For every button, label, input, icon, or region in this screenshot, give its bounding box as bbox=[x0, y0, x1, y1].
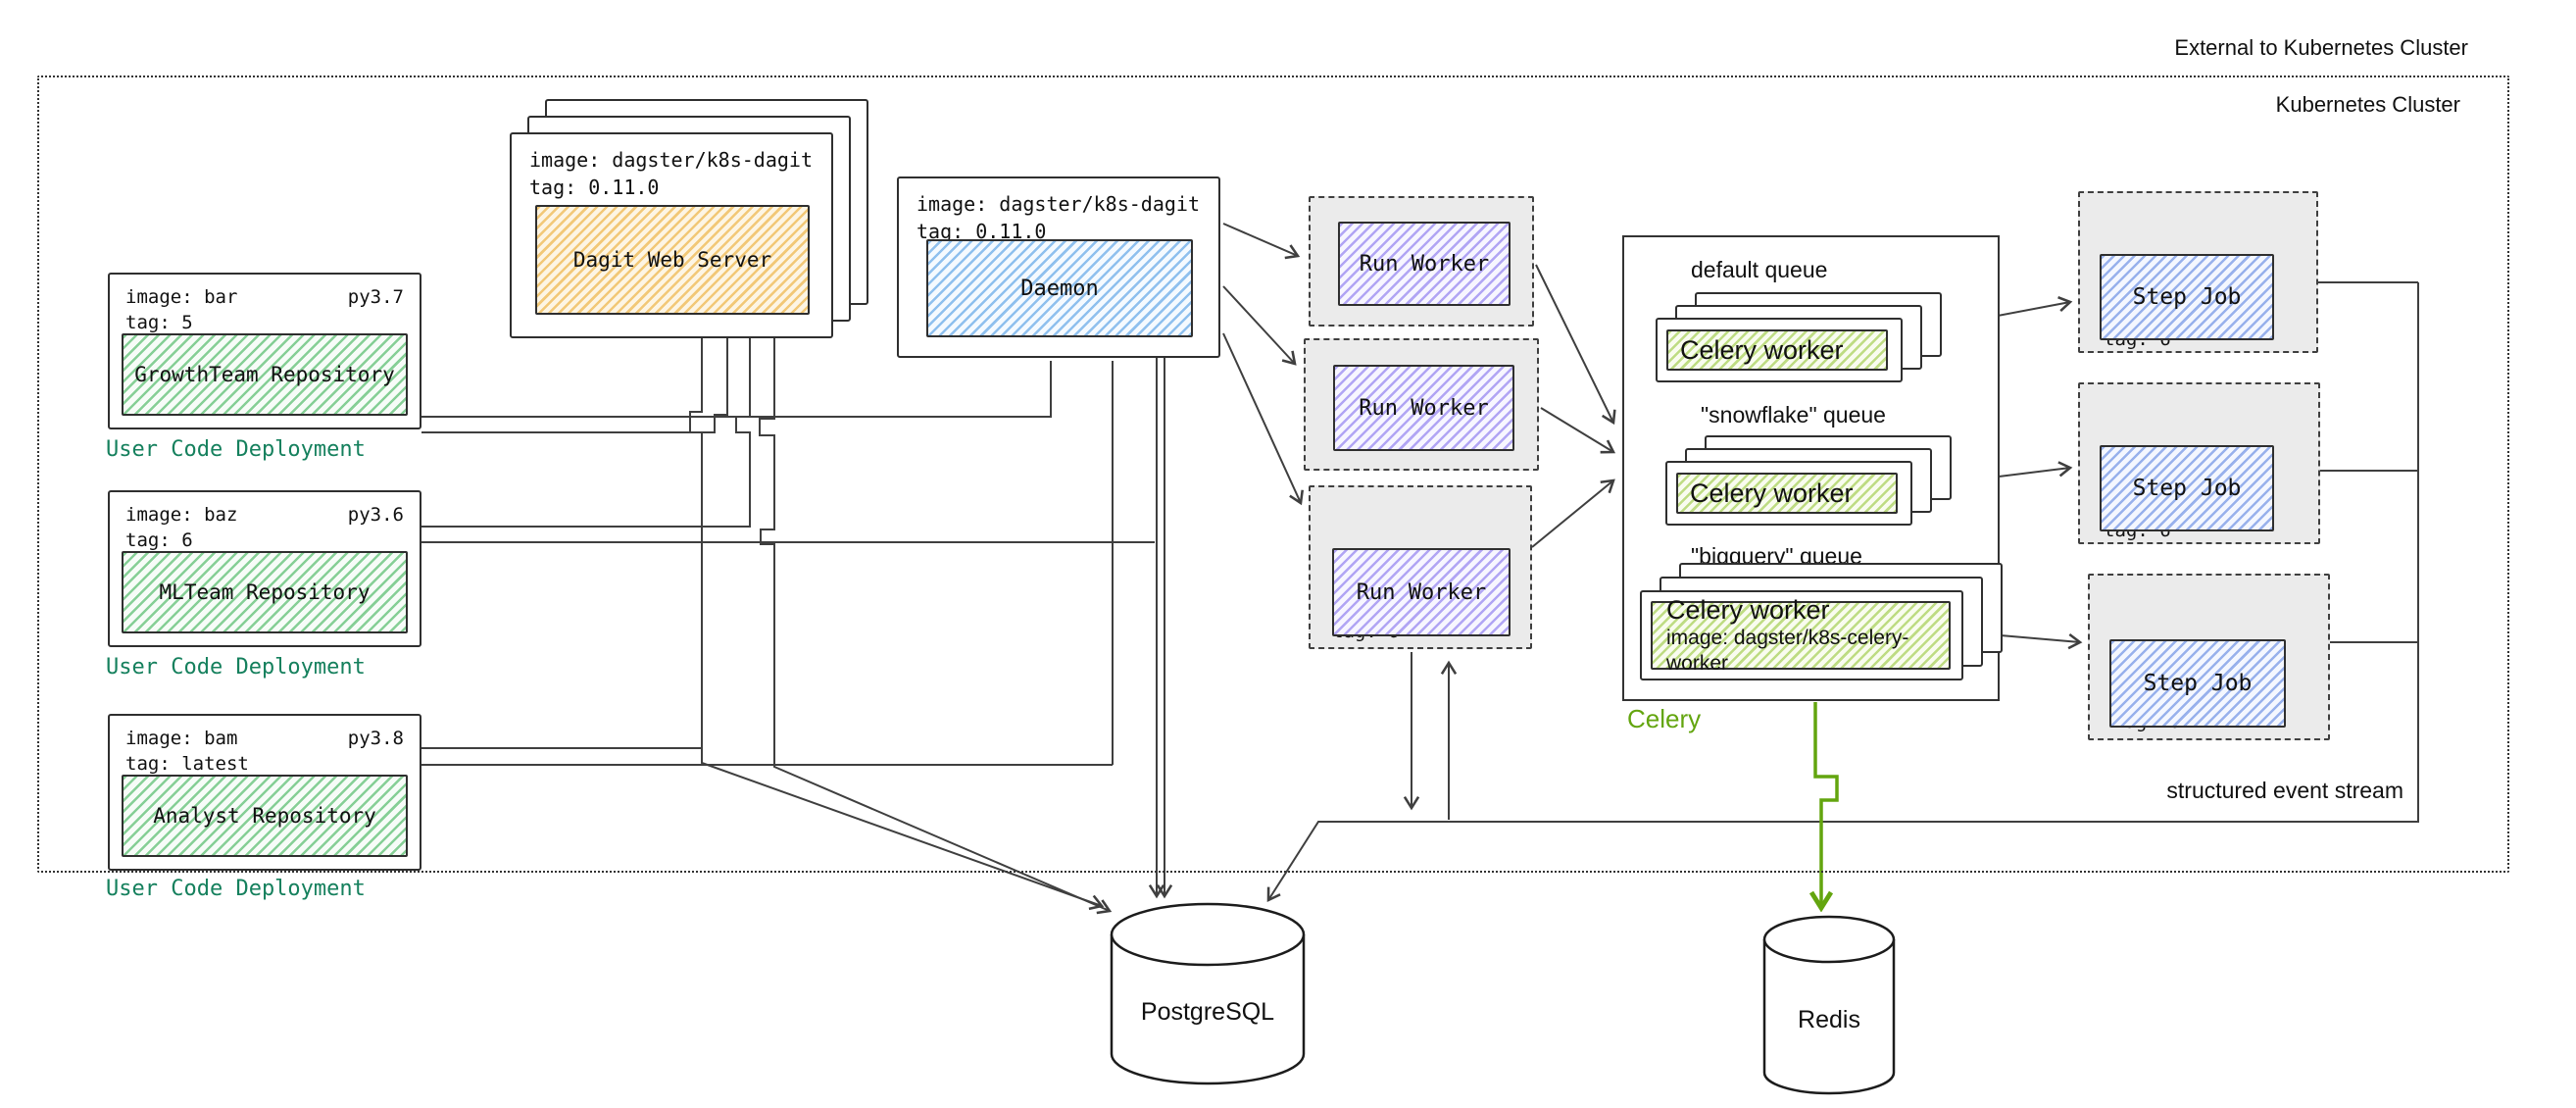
user-code-deployment-1: image: bar py3.7 tag: 5 GrowthTeam Repos… bbox=[108, 273, 421, 429]
postgres-connector-lines bbox=[689, 338, 1173, 915]
kubernetes-cluster-label: Kubernetes Cluster bbox=[2275, 92, 2460, 117]
snowflake-queue-label: "snowflake" queue bbox=[1701, 402, 1886, 428]
repo1-image-text: image: bar bbox=[125, 286, 238, 308]
event-stream-label: structured event stream bbox=[2166, 778, 2403, 803]
repo3-python-version: py3.8 bbox=[347, 728, 404, 749]
repo2-caption: User Code Deployment bbox=[106, 655, 366, 680]
run-worker-3: image: baz tag: 6 Run Worker bbox=[1309, 485, 1532, 649]
repo2-python-version: py3.6 bbox=[347, 504, 404, 526]
repo1-python-version: py3.7 bbox=[347, 286, 404, 308]
dagit-web-server-pod: image: dagster/k8s-dagit tag: 0.11.0 Dag… bbox=[510, 132, 833, 338]
celery-caption: Celery bbox=[1627, 704, 1702, 733]
repo2-name-box: MLTeam Repository bbox=[122, 551, 408, 633]
dagit-tag-text: tag: 0.11.0 bbox=[529, 176, 660, 199]
step-job-3-box: Step Job bbox=[2109, 639, 2286, 728]
step-job-2-box: Step Job bbox=[2100, 445, 2274, 531]
run-worker-1: Run Worker bbox=[1309, 196, 1534, 327]
event-stream-lines bbox=[1266, 281, 2419, 903]
daemon-image-text: image: dagster/k8s-dagit bbox=[916, 192, 1200, 216]
repo2-tag-text: tag: 6 bbox=[125, 529, 193, 551]
default-queue-label: default queue bbox=[1691, 257, 1828, 282]
step-job-2: image: baz tag: 6 Step Job bbox=[2078, 382, 2320, 544]
run-worker-2: Run Worker bbox=[1304, 338, 1539, 471]
dagit-image-text: image: dagster/k8s-dagit bbox=[529, 148, 813, 172]
runworker-to-celery-arrows bbox=[1531, 264, 1616, 548]
kubernetes-cluster-boundary bbox=[37, 76, 2509, 873]
celery-worker-stack3: Celery worker image: dagster/k8s-celery-… bbox=[1640, 590, 1963, 680]
daemon-pod: image: dagster/k8s-dagit tag: 0.11.0 Dae… bbox=[897, 176, 1220, 358]
redis-label: Redis bbox=[1798, 1006, 1860, 1033]
celery-worker-2-box: Celery worker bbox=[1676, 473, 1898, 514]
celery-to-redis-arrow bbox=[1815, 702, 1839, 908]
celery-container: default queue Celery worker "snowflake" … bbox=[1622, 235, 2003, 701]
repo3-tag-text: tag: latest bbox=[125, 753, 249, 775]
repo1-tag-text: tag: 5 bbox=[125, 312, 193, 333]
celery-worker-3-box: Celery worker image: dagster/k8s-celery-… bbox=[1651, 595, 1951, 675]
run-worker-3-box: Run Worker bbox=[1332, 548, 1511, 636]
redis-cylinder bbox=[1762, 915, 1896, 1095]
step-job-1-box: Step Job bbox=[2100, 254, 2274, 340]
postgresql-cylinder bbox=[1110, 902, 1306, 1085]
user-code-deployment-3: image: bam py3.8 tag: latest Analyst Rep… bbox=[108, 714, 421, 871]
celery-worker-3-label: Celery worker bbox=[1666, 595, 1830, 625]
daemon-to-runworker-arrows bbox=[1222, 223, 1304, 506]
celery-worker-3-image-text: image: dagster/k8s-celery-worker bbox=[1666, 627, 1909, 675]
repo3-name-box: Analyst Repository bbox=[122, 775, 408, 857]
repo-connector-lines bbox=[421, 338, 1155, 766]
celery-worker-stack1: Celery worker bbox=[1656, 318, 1903, 382]
repo1-caption: User Code Deployment bbox=[106, 437, 366, 462]
celery-worker-stack2: Celery worker bbox=[1665, 461, 1912, 526]
runworker-eventstream-arrows bbox=[1403, 652, 1458, 820]
daemon-box: Daemon bbox=[926, 239, 1193, 337]
repo3-caption: User Code Deployment bbox=[106, 877, 366, 901]
repo3-image-text: image: bam bbox=[125, 728, 238, 749]
step-job-3: image: baz tag: 6 Step Job bbox=[2088, 574, 2330, 740]
external-cluster-label: External to Kubernetes Cluster bbox=[2174, 35, 2468, 60]
user-code-deployment-2: image: baz py3.6 tag: 6 MLTeam Repositor… bbox=[108, 490, 421, 647]
postgresql-label: PostgreSQL bbox=[1140, 998, 1275, 1026]
step-job-1: image: baz tag: 6 Step Job bbox=[2078, 191, 2318, 353]
repo2-image-text: image: baz bbox=[125, 504, 238, 526]
celery-worker-1-box: Celery worker bbox=[1666, 329, 1888, 371]
run-worker-1-box: Run Worker bbox=[1338, 222, 1511, 306]
dagit-web-server-box: Dagit Web Server bbox=[535, 205, 810, 315]
repo1-name-box: GrowthTeam Repository bbox=[122, 333, 408, 416]
run-worker-2-box: Run Worker bbox=[1333, 365, 1514, 451]
